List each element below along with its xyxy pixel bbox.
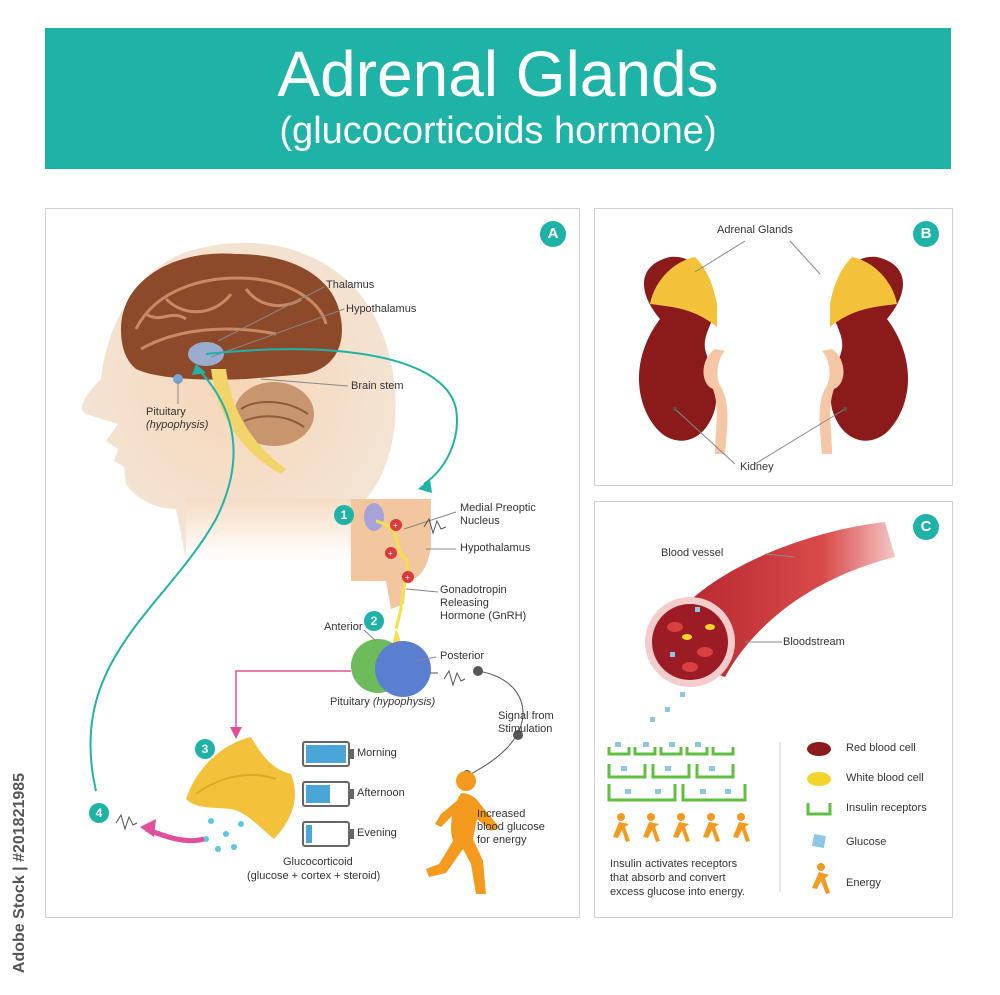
label-anterior: Anterior: [324, 621, 363, 633]
battery-evening: [302, 821, 354, 847]
label-hypophysis: (hypophysis): [146, 419, 209, 431]
svg-text:+: +: [388, 549, 393, 558]
battery-fill: [306, 825, 312, 843]
legend-insulin-receptors: Insulin receptors: [846, 802, 927, 814]
battery-fill: [306, 745, 346, 763]
battery-afternoon: [302, 781, 354, 807]
label-pituitary: Pituitary: [146, 406, 186, 418]
right-adrenal-gland: [830, 257, 897, 327]
panel-c-badge: C: [913, 514, 939, 540]
battery-fill: [306, 785, 330, 803]
label-kidney: Kidney: [740, 461, 774, 473]
page-subtitle: (glucocorticoids hormone): [279, 110, 717, 152]
watermark-text: Adobe Stock | #201821985: [11, 772, 28, 973]
stock-watermark: Adobe Stock | #201821985: [6, 760, 34, 985]
runner-icon: [426, 771, 499, 894]
label-adrenal-glands: Adrenal Glands: [717, 224, 793, 236]
label-blood-vessel: Blood vessel: [661, 547, 724, 559]
caption-line-3: excess glucose into energy.: [610, 886, 745, 898]
label-gnrh-2: Releasing: [440, 597, 489, 609]
head-silhouette-illustration: + + +: [81, 242, 524, 852]
step-1-badge: 1: [334, 505, 354, 525]
label-medial-preoptic: Medial Preoptic: [460, 502, 536, 514]
page-title: Adrenal Glands: [277, 38, 719, 110]
caption-line-1: Insulin activates receptors: [610, 858, 738, 870]
blood-vessel-illustration: [607, 522, 895, 894]
step-3-badge: 3: [195, 739, 215, 759]
label-hypothalamus: Hypothalamus: [346, 303, 417, 315]
label-glucocorticoid-formula: (glucose + cortex + steroid): [247, 870, 381, 882]
label-hypothalamus-2: Hypothalamus: [460, 542, 531, 554]
label-gnrh-3: Hormone (GnRH): [440, 610, 527, 622]
label-hypophysis-2: (hypophysis): [372, 696, 436, 708]
insulin-receptor-grid: [607, 742, 747, 802]
title-banner: Adrenal Glands (glucocorticoids hormone): [45, 28, 951, 169]
legend-white-blood-cell: White blood cell: [846, 772, 924, 784]
insulin-receptor-icon: [806, 803, 832, 816]
legend-energy: Energy: [846, 877, 881, 889]
battery-morning-label: Morning: [357, 747, 397, 759]
white-blood-cell-icon: [807, 772, 831, 786]
label-signal-1: Signal from: [498, 710, 554, 722]
panel-b: B Adrenal Glands Kidney: [594, 208, 953, 486]
panel-a-badge: A: [540, 221, 566, 247]
label-pituitary-2-text: Pituitary: [330, 696, 370, 708]
label-gnrh-1: Gonadotropin: [440, 584, 507, 596]
label-glucocorticoid: Glucocorticoid: [283, 856, 353, 868]
glucose-icon: [812, 834, 826, 848]
battery-afternoon-label: Afternoon: [357, 787, 405, 799]
panel-c: C: [594, 501, 953, 918]
label-nucleus: Nucleus: [460, 515, 500, 527]
left-adrenal-gland: [650, 257, 717, 327]
svg-text:+: +: [393, 521, 398, 530]
legend-red-blood-cell: Red blood cell: [846, 742, 916, 754]
step-2-badge: 2: [364, 611, 384, 631]
label-bloodstream: Bloodstream: [783, 636, 845, 648]
label-glucose-2: blood glucose: [477, 821, 545, 833]
battery-evening-label: Evening: [357, 827, 397, 839]
step-4-badge: 4: [89, 803, 109, 823]
legend-glucose: Glucose: [846, 836, 887, 848]
energy-runners: [613, 813, 750, 842]
battery-morning: [302, 741, 354, 767]
energy-runner-icon: [812, 863, 830, 894]
label-thalamus: Thalamus: [326, 279, 375, 291]
label-glucose-1: Increased: [477, 808, 526, 820]
label-signal-2: Stimulation: [498, 723, 553, 735]
panel-b-badge: B: [913, 221, 939, 247]
label-brain-stem: Brain stem: [351, 380, 404, 392]
red-blood-cell-icon: [807, 742, 831, 756]
label-glucose-3: for energy: [477, 834, 527, 846]
panel-a: A: [45, 208, 580, 918]
caption-line-2: that absorb and convert: [610, 872, 726, 884]
label-posterior: Posterior: [440, 650, 485, 662]
label-pituitary-2: Pituitary (hypophysis): [330, 696, 435, 709]
svg-text:+: +: [405, 573, 410, 582]
kidneys-illustration: [638, 240, 909, 465]
